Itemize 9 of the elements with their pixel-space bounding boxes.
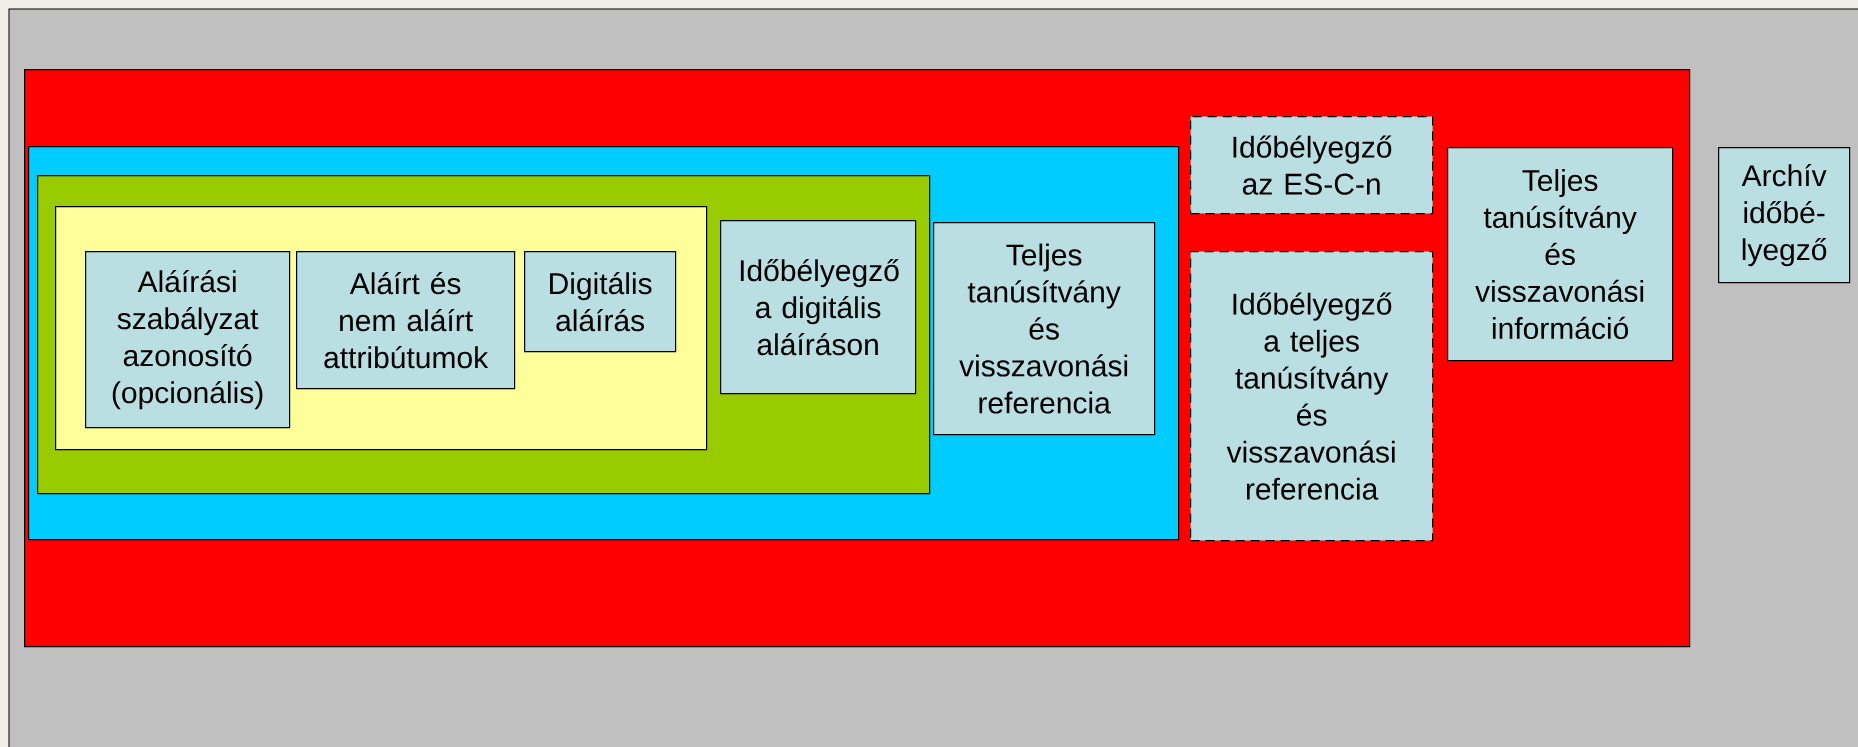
label-box: Aláírási szabályzat azonosító (opcionális): [85, 251, 291, 429]
label-box: Teljes tanúsítvány és visszavonási referencia: [933, 222, 1156, 436]
label-box: Időbélyegző az ES-C-n: [1190, 116, 1434, 215]
label-box: Időbélyegző a teljes tanúsítvány és visszavonási referencia: [1190, 251, 1434, 542]
label-box: Aláírt és nem aláírt attribútumok: [296, 251, 516, 390]
label-box: Időbélyegző a digitális aláíráson: [720, 220, 917, 395]
label-box: Digitális aláírás: [524, 251, 677, 353]
label-box: Teljes tanúsítvány és visszavonási információ: [1447, 147, 1674, 362]
label-box: Archív időbé- lyegző: [1718, 147, 1851, 284]
